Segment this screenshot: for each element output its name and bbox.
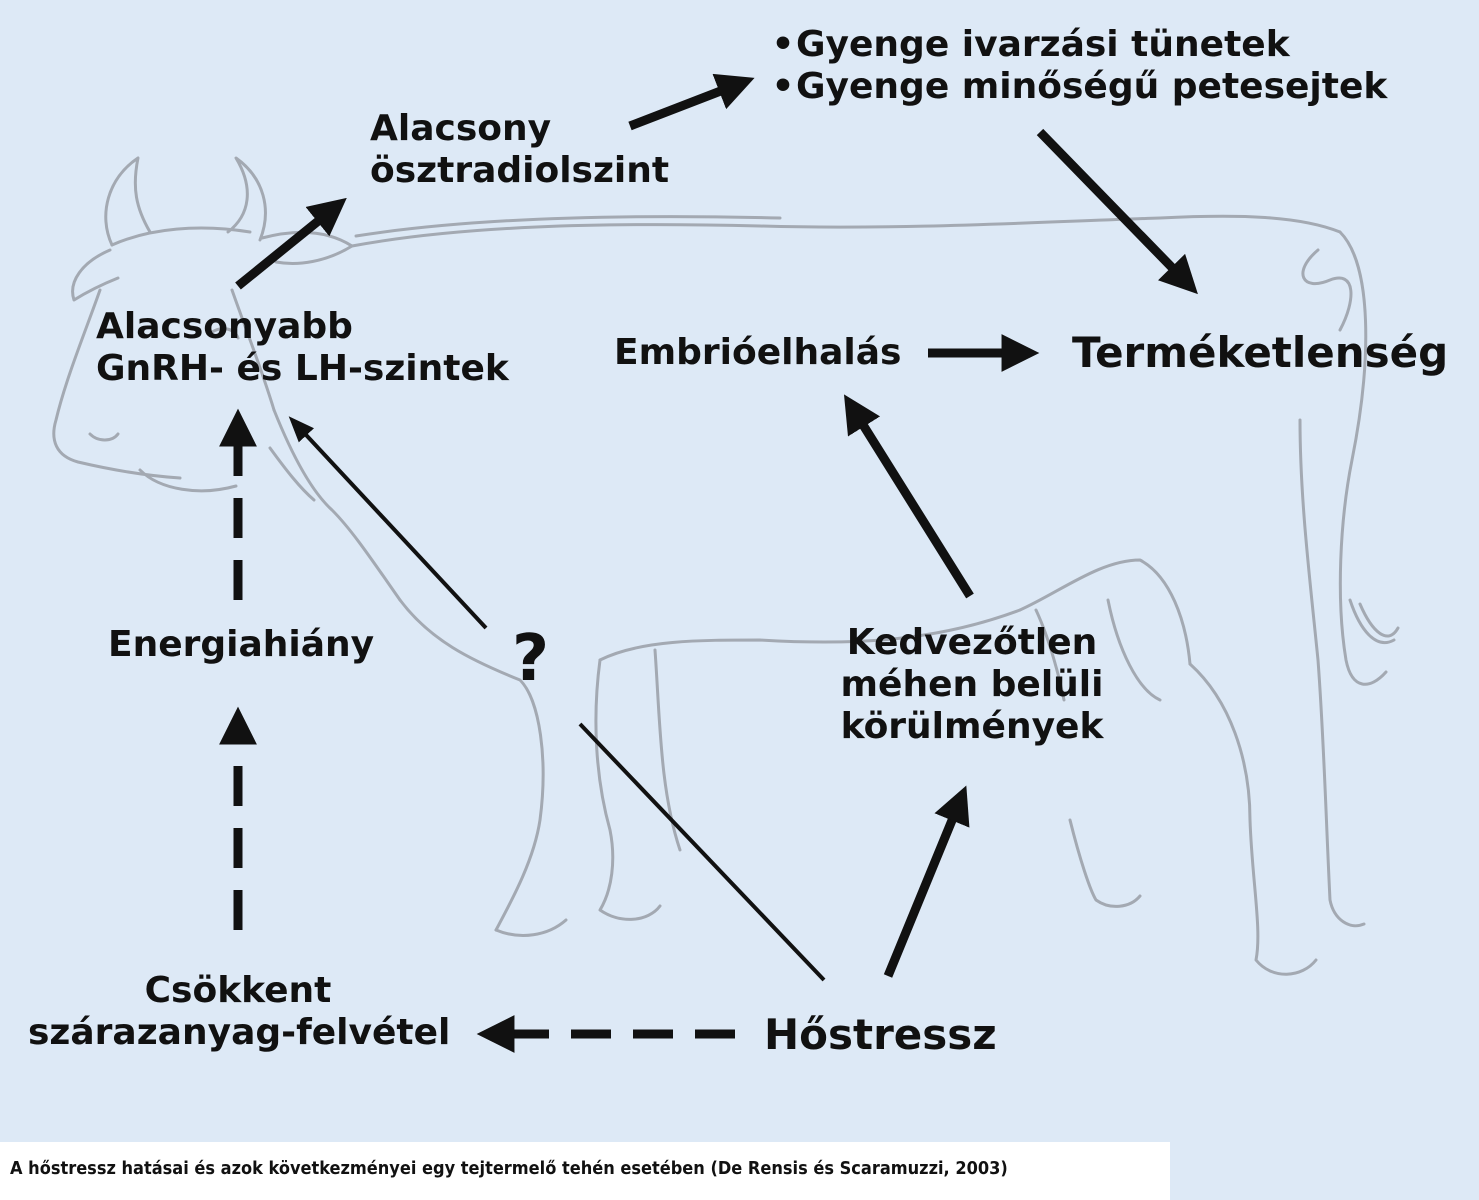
node-line: Kedvezőtlen	[846, 622, 1098, 663]
node-line: körülmények	[840, 706, 1104, 748]
node-kedvezotlen: Kedvezőtlen méhen belüli körülmények	[832, 622, 1112, 748]
node-termeketlenseg: Terméketlenség	[1072, 328, 1449, 377]
figure-caption: A hőstressz hatásai és azok következmény…	[0, 1142, 1170, 1200]
node-alacsony-osztradiol: Alacsony ösztradiolszint	[370, 108, 669, 192]
node-gyenge-bullets: •Gyenge ivarzási tünetek •Gyenge minőség…	[770, 24, 1387, 108]
cow-illustration	[52, 156, 1400, 976]
bullet-row: •Gyenge minőségű petesejtek	[770, 66, 1387, 108]
node-csokkent: Csökkent szárazanyag-felvétel	[28, 970, 451, 1054]
bullet-text: Gyenge minőségű petesejtek	[796, 66, 1388, 108]
arrow-gyenge-to-termeketlenseg	[1036, 128, 1198, 295]
caption-text: A hőstressz hatásai és azok következmény…	[10, 1158, 1008, 1179]
node-hostressz: Hőstressz	[764, 1010, 997, 1059]
arrows-layer	[219, 73, 1198, 1053]
arrow-hostressz-to-kedvezotlen	[883, 785, 970, 978]
node-line: ösztradiolszint	[370, 150, 670, 192]
bullet-text: Gyenge ivarzási tünetek	[796, 24, 1290, 65]
node-embrioelhalas: Embrióelhalás	[614, 332, 902, 373]
line-hostressz-to-question	[578, 722, 826, 982]
arrow-question-to-gnrh	[288, 416, 488, 630]
node-question-mark: ?	[512, 622, 550, 696]
bullet-dot: •	[771, 66, 795, 108]
node-energiahiany: Energiahiány	[108, 624, 375, 665]
node-line: Csökkent	[144, 970, 332, 1011]
node-line: szárazanyag-felvétel	[28, 1012, 451, 1054]
bullet-dot: •	[771, 24, 795, 65]
node-alacsonyabb-gnrh: Alacsonyabb GnRH- és LH-szintek	[96, 306, 509, 390]
node-line: GnRH- és LH-szintek	[96, 348, 509, 390]
node-line: méhen belüli	[840, 664, 1104, 706]
node-line: Alacsony	[370, 108, 552, 149]
arrow-osztradiol-to-gyenge	[628, 73, 755, 131]
arrow-gnrh-to-osztradiol	[235, 197, 347, 290]
arrow-kedvezotlen-to-embrio	[843, 394, 974, 599]
bullet-row: •Gyenge ivarzási tünetek	[770, 24, 1387, 66]
diagram: Alacsony ösztradiolszint •Gyenge ivarzás…	[28, 24, 1449, 1059]
node-line: Alacsonyabb	[96, 306, 353, 347]
